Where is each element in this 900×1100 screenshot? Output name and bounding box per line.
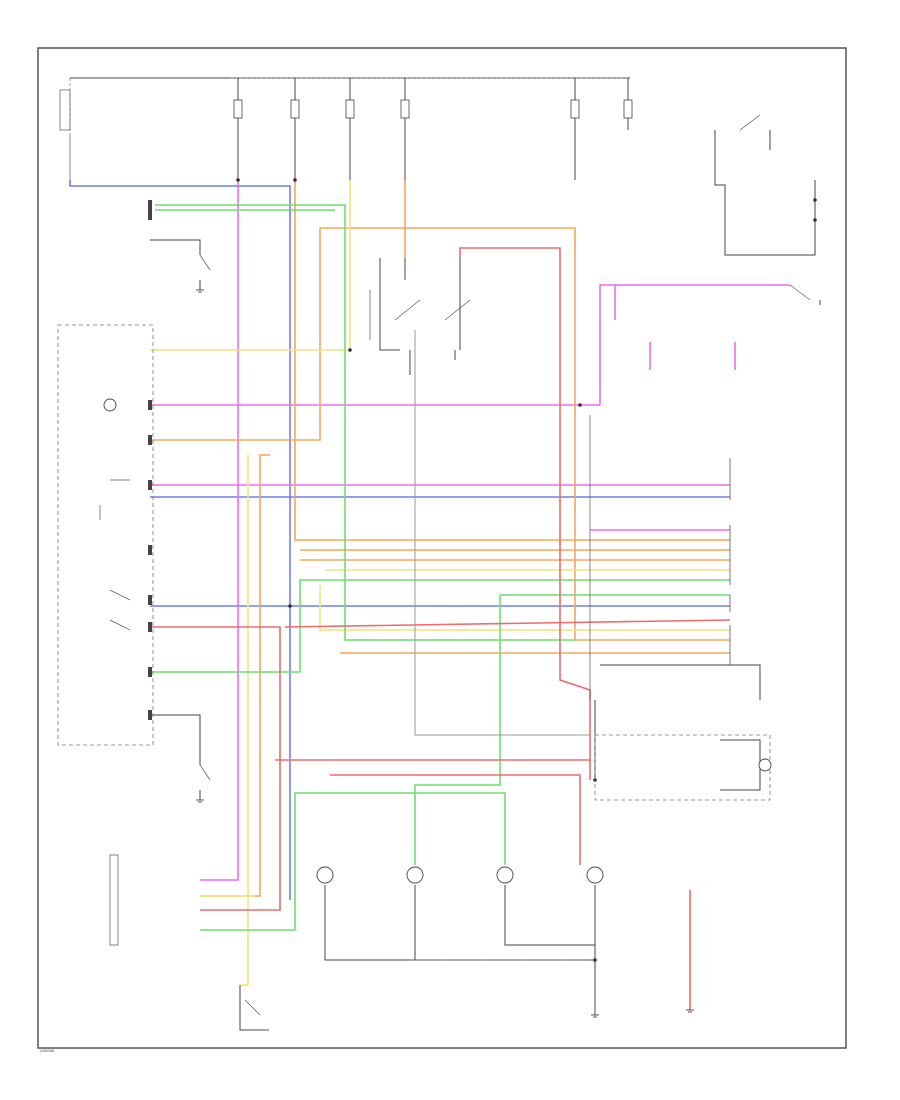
- fuse-2-icon: [290, 99, 300, 119]
- orange-wires: [150, 180, 730, 897]
- fuse-6-icon: [623, 99, 633, 119]
- left-top-module: [59, 78, 71, 180]
- right-lamp-2-icon: [586, 866, 604, 884]
- yellow-wires: [150, 180, 730, 986]
- diagram-frame: [37, 47, 847, 1049]
- fuse-3-icon: [345, 99, 355, 119]
- blue-wires: [69, 180, 730, 900]
- fuse-block: [233, 99, 633, 119]
- diagram-code: G00000: [40, 1049, 55, 1053]
- left-pin-stubs: [148, 200, 152, 720]
- fuse-4-icon: [400, 99, 410, 119]
- red-wires: [150, 247, 731, 1010]
- splice-points: [236, 178, 817, 962]
- fuse-1-icon: [233, 99, 243, 119]
- lamps: [103, 398, 772, 884]
- power-bus: [70, 77, 630, 180]
- pink-wires: [150, 180, 790, 881]
- ground-symbols: [196, 289, 694, 1031]
- cluster-lamp-icon: [758, 758, 772, 772]
- bottom-connector: [109, 854, 119, 946]
- fuse-5-icon: [570, 99, 580, 119]
- green-wires: [150, 204, 730, 931]
- black-wires: [57, 114, 821, 1031]
- headlamp-switch-box: [57, 324, 154, 746]
- panel-dimmer-icon: [103, 398, 117, 412]
- left-lamp-2-icon: [406, 866, 424, 884]
- left-lamp-1-icon: [316, 866, 334, 884]
- right-lamp-1-icon: [496, 866, 514, 884]
- instrument-cluster-box: [594, 734, 771, 801]
